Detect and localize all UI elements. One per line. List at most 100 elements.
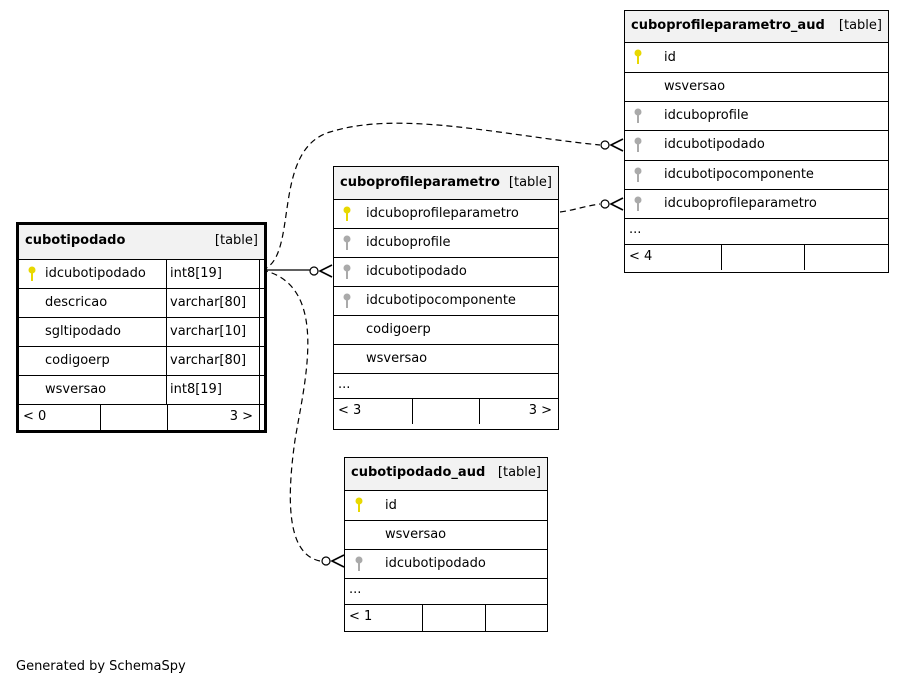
- column-type: int8[19]: [170, 266, 222, 281]
- foreign-key-icon: [634, 108, 642, 123]
- footer-middle-cell: [413, 399, 480, 424]
- footer-parents-cell[interactable]: < 4: [625, 245, 722, 270]
- column-row[interactable]: idcuboprofile: [334, 229, 558, 258]
- more-columns-row: ...: [625, 219, 888, 245]
- column-row[interactable]: wsversao: [345, 521, 547, 550]
- table-type: [table]: [508, 175, 552, 190]
- column-row[interactable]: idcubotipodado: [625, 131, 888, 161]
- column-divider: [166, 347, 167, 375]
- column-divider: [259, 318, 260, 346]
- table-name: cuboprofileparametro: [340, 175, 500, 190]
- column-row[interactable]: idcuboprofile: [625, 102, 888, 131]
- column-row[interactable]: sgltipodado varchar[10]: [19, 318, 264, 347]
- table-header: cuboprofileparametro_aud [table]: [625, 11, 888, 43]
- relationship-cubotipodado-to-cuboprofileparametro: [262, 264, 333, 278]
- footer-children-cell[interactable]: [486, 605, 547, 631]
- primary-key-icon: [355, 497, 363, 512]
- footer-middle-cell: [101, 405, 168, 431]
- column-row[interactable]: wsversao int8[19]: [19, 376, 264, 405]
- table-footer: < 1: [345, 605, 547, 631]
- column-type: varchar[80]: [170, 353, 247, 368]
- column-divider: [166, 318, 167, 346]
- column-row[interactable]: codigoerp: [334, 316, 558, 345]
- table-cuboprofileparametro[interactable]: cuboprofileparametro [table] idcuboprofi…: [333, 166, 559, 430]
- column-row[interactable]: id: [625, 43, 888, 73]
- children-count: 3 >: [528, 403, 552, 418]
- table-header: cubotipodado_aud [table]: [345, 458, 547, 491]
- column-divider: [166, 376, 167, 404]
- column-divider: [259, 347, 260, 375]
- foreign-key-icon: [343, 293, 351, 308]
- column-name: idcubotipodado: [385, 556, 486, 571]
- table-name: cubotipodado: [25, 233, 126, 248]
- column-row[interactable]: idcubotipodado: [345, 550, 547, 579]
- children-count: 3 >: [229, 409, 253, 424]
- table-type: [table]: [497, 465, 541, 480]
- column-divider: [166, 260, 167, 288]
- footer-middle-cell: [722, 245, 805, 270]
- table-footer: < 3 3 >: [334, 399, 558, 424]
- column-type: varchar[10]: [170, 324, 247, 339]
- foreign-key-icon: [634, 196, 642, 211]
- more-columns-ellipsis: ...: [629, 222, 642, 237]
- column-name: codigoerp: [366, 322, 431, 337]
- table-cubotipodado-aud[interactable]: cubotipodado_aud [table] id wsversao idc…: [344, 457, 548, 632]
- primary-key-icon: [28, 266, 36, 281]
- column-row[interactable]: wsversao: [334, 345, 558, 374]
- table-cubotipodado[interactable]: cubotipodado [table] idcubotipodado int8…: [16, 222, 267, 433]
- column-name: wsversao: [385, 527, 447, 542]
- column-row[interactable]: idcubotipodado: [334, 258, 558, 287]
- column-row[interactable]: id: [345, 491, 547, 521]
- foreign-key-icon: [343, 235, 351, 250]
- foreign-key-icon: [343, 264, 351, 279]
- footer-parents-cell[interactable]: < 3: [334, 399, 413, 424]
- column-row[interactable]: descricao varchar[80]: [19, 289, 264, 318]
- column-name: idcuboprofile: [664, 108, 749, 123]
- column-row[interactable]: idcuboprofileparametro: [625, 190, 888, 219]
- table-name: cubotipodado_aud: [351, 465, 486, 480]
- parents-count: < 0: [23, 409, 47, 424]
- column-name: sgltipodado: [45, 324, 121, 339]
- column-row[interactable]: idcuboprofileparametro: [334, 200, 558, 229]
- primary-key-icon: [343, 206, 351, 221]
- column-name: codigoerp: [45, 353, 110, 368]
- column-name: idcubotipodado: [45, 266, 146, 281]
- table-footer: < 4: [625, 245, 888, 270]
- primary-key-icon: [634, 49, 642, 64]
- footer-children-cell[interactable]: 3 >: [168, 405, 260, 431]
- table-name: cuboprofileparametro_aud: [631, 18, 825, 33]
- footer-children-cell[interactable]: 3 >: [480, 399, 558, 424]
- parents-count: < 3: [338, 403, 362, 418]
- column-divider: [259, 376, 260, 404]
- column-name: idcuboprofile: [366, 235, 451, 250]
- column-row[interactable]: idcubotipodado int8[19]: [19, 260, 264, 289]
- column-type: varchar[80]: [170, 295, 247, 310]
- table-type: [table]: [838, 18, 882, 33]
- column-row[interactable]: idcubotipocomponente: [625, 161, 888, 190]
- parents-count: < 4: [629, 249, 653, 264]
- column-row[interactable]: codigoerp varchar[80]: [19, 347, 264, 376]
- generated-by-label: Generated by SchemaSpy: [16, 659, 186, 674]
- column-name: wsversao: [664, 79, 726, 94]
- column-name: idcuboprofileparametro: [366, 206, 519, 221]
- footer-middle-cell: [423, 605, 486, 631]
- column-name: idcubotipocomponente: [664, 167, 814, 182]
- table-header: cuboprofileparametro [table]: [334, 167, 558, 200]
- more-columns-row: ...: [345, 579, 547, 605]
- column-name: idcuboprofileparametro: [664, 196, 817, 211]
- more-columns-ellipsis: ...: [349, 582, 362, 597]
- table-cuboprofileparametro-aud[interactable]: cuboprofileparametro_aud [table] id wsve…: [624, 10, 889, 273]
- column-divider: [259, 260, 260, 288]
- column-name: wsversao: [366, 351, 428, 366]
- parents-count: < 1: [349, 609, 373, 624]
- footer-parents-cell[interactable]: < 0: [19, 405, 101, 431]
- column-row[interactable]: idcubotipocomponente: [334, 287, 558, 316]
- column-row[interactable]: wsversao: [625, 73, 888, 102]
- more-columns-ellipsis: ...: [338, 377, 351, 392]
- footer-parents-cell[interactable]: < 1: [345, 605, 423, 631]
- more-columns-row: ...: [334, 374, 558, 399]
- column-name: idcubotipocomponente: [366, 293, 516, 308]
- table-footer: < 0 3 >: [19, 405, 264, 431]
- column-name: idcubotipodado: [664, 137, 765, 152]
- footer-children-cell[interactable]: [805, 245, 888, 270]
